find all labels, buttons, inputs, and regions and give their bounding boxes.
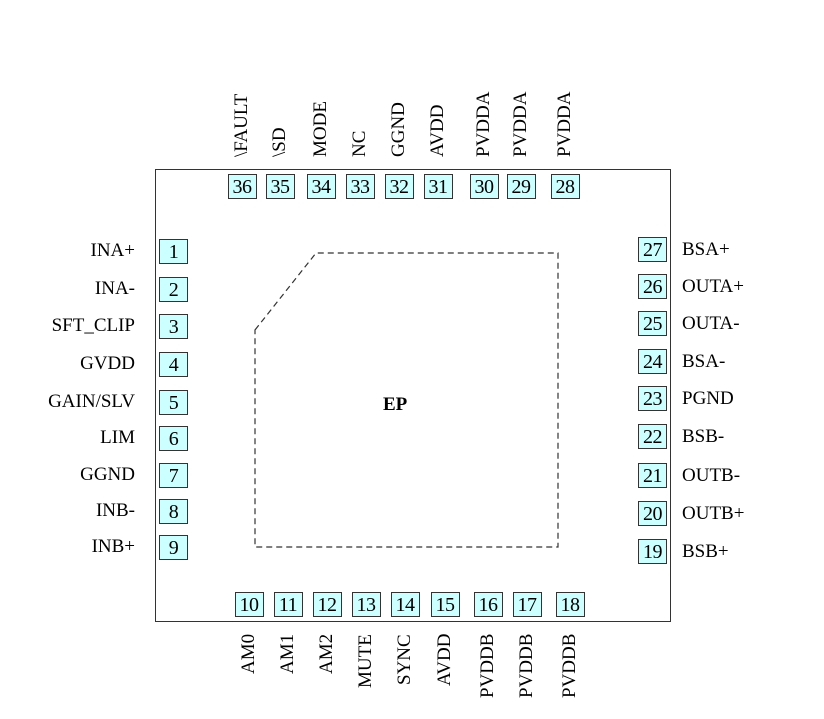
pin-7-pad: 7 xyxy=(159,462,188,488)
pin-29-pad: 29 xyxy=(506,174,536,199)
pin-3-label: SFT_CLIP xyxy=(51,315,135,336)
pin-30-label: PVDDA xyxy=(473,91,494,157)
pin-22-pad: 22 xyxy=(638,423,667,449)
pin-29-label: PVDDA xyxy=(510,91,531,157)
pin-18-label: PVDDB xyxy=(559,634,580,699)
pin-2-label: INA- xyxy=(94,278,135,299)
pin-35-label: \SD xyxy=(269,127,290,157)
pin-19-label: BSB+ xyxy=(682,541,729,562)
pin-3-pad: 3 xyxy=(159,313,188,339)
pin-18-pad: 18 xyxy=(555,592,585,617)
pin-31-pad: 31 xyxy=(423,174,453,199)
pin-7-label: GGND xyxy=(80,464,135,485)
pin-27-label: BSA+ xyxy=(682,239,730,260)
pin-17-pad: 17 xyxy=(512,592,542,617)
pin-26-label: OUTA+ xyxy=(682,276,744,297)
pin-32-pad: 32 xyxy=(384,174,414,199)
pin-33-pad: 33 xyxy=(345,174,375,199)
pin-4-label: GVDD xyxy=(80,353,135,374)
pin-5-label: GAIN/SLV xyxy=(48,391,135,412)
pin-32-label: GGND xyxy=(388,102,409,157)
pin-34-label: MODE xyxy=(310,101,331,157)
pin-28-pad: 28 xyxy=(550,174,580,199)
pin-23-label: PGND xyxy=(682,388,734,409)
pin-20-pad: 20 xyxy=(638,500,667,526)
pin-13-label: MUTE xyxy=(355,634,376,688)
pin-30-pad: 30 xyxy=(469,174,499,199)
pin-11-label: AM1 xyxy=(277,634,298,675)
pin-34-pad: 34 xyxy=(306,174,336,199)
pin-27-pad: 27 xyxy=(638,236,667,262)
pin-33-label: NC xyxy=(349,130,370,157)
pin-9-label: INB+ xyxy=(91,536,135,557)
pin-6-label: LIM xyxy=(100,427,135,448)
pin-24-label: BSA- xyxy=(682,351,726,372)
pin-10-label: AM0 xyxy=(238,634,259,675)
pin-13-pad: 13 xyxy=(351,592,381,617)
pin-14-label: SYNC xyxy=(394,634,415,685)
pin-1-pad: 1 xyxy=(159,238,188,264)
pin-17-label: PVDDB xyxy=(516,634,537,699)
ic-package-outline xyxy=(155,169,671,622)
pin-14-pad: 14 xyxy=(390,592,420,617)
pin-35-pad: 35 xyxy=(265,174,295,199)
pin-9-pad: 9 xyxy=(159,534,188,560)
pin-1-label: INA+ xyxy=(90,240,136,261)
pin-23-pad: 23 xyxy=(638,385,667,411)
pin-21-pad: 21 xyxy=(638,462,667,488)
pin-4-pad: 4 xyxy=(159,351,188,377)
pin-28-label: PVDDA xyxy=(554,91,575,157)
pin-31-label: AVDD xyxy=(427,104,448,157)
pin-26-pad: 26 xyxy=(638,273,667,299)
pin-12-label: AM2 xyxy=(316,634,337,675)
pin-5-pad: 5 xyxy=(159,389,188,415)
pin-36-label: \FAULT xyxy=(231,93,252,157)
pin-21-label: OUTB- xyxy=(682,465,741,486)
pin-11-pad: 11 xyxy=(273,592,303,617)
pin-36-pad: 36 xyxy=(227,174,257,199)
pin-2-pad: 2 xyxy=(159,276,188,302)
pin-8-label: INB- xyxy=(95,500,135,521)
pin-20-label: OUTB+ xyxy=(682,503,745,524)
exposed-pad-dashed-border xyxy=(254,252,559,548)
pin-16-pad: 16 xyxy=(473,592,503,617)
pin-24-pad: 24 xyxy=(638,348,667,374)
pin-15-label: AVDD xyxy=(434,634,455,687)
pin-10-pad: 10 xyxy=(234,592,264,617)
pin-8-pad: 8 xyxy=(159,498,188,524)
pin-15-pad: 15 xyxy=(430,592,460,617)
pin-25-pad: 25 xyxy=(638,310,667,336)
pin-12-pad: 12 xyxy=(312,592,342,617)
pin-19-pad: 19 xyxy=(638,538,667,564)
pin-25-label: OUTA- xyxy=(682,313,740,334)
pin-16-label: PVDDB xyxy=(477,634,498,699)
pin-22-label: BSB- xyxy=(682,426,725,447)
pin-6-pad: 6 xyxy=(159,425,188,451)
exposed-pad-label: EP xyxy=(383,394,408,415)
